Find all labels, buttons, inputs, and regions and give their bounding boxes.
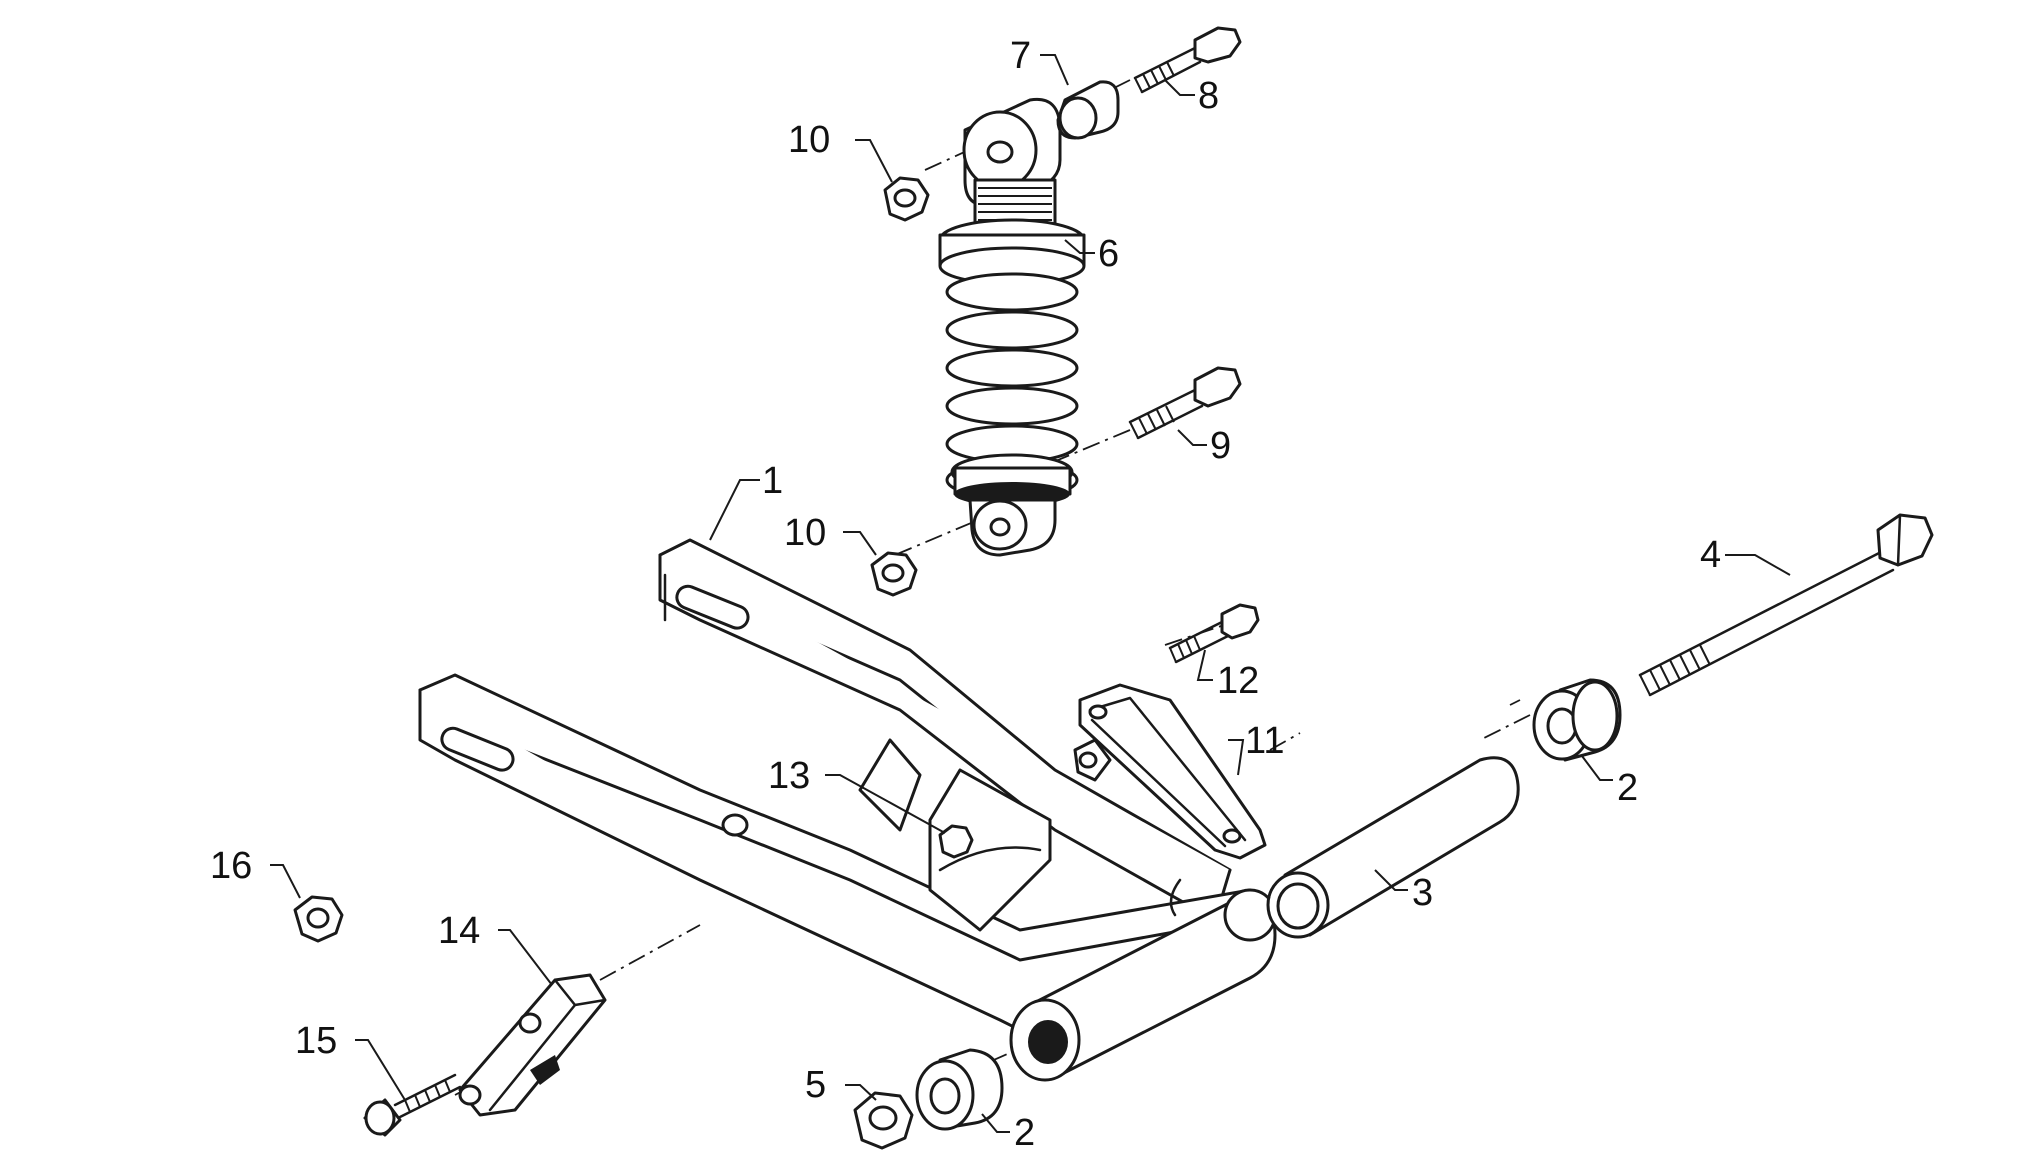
swingarm [418,538,1277,1082]
callout-14: 14 [438,910,480,952]
callout-10b: 10 [784,512,826,554]
callout-4: 4 [1700,534,1721,576]
callout-5: 5 [805,1064,826,1106]
spacer-bushing [1056,80,1120,140]
pivot-bolt [1638,513,1934,697]
bushing-left [915,1048,1004,1131]
nut-lower [870,551,918,597]
callout-6: 6 [1098,233,1119,275]
callout-2b: 2 [1014,1112,1035,1154]
chain-guide-bolt [1168,603,1260,664]
adjuster-screw [363,1073,462,1137]
callout-9: 9 [1210,425,1231,467]
shock-absorber [938,97,1086,557]
upper-bolt [1133,26,1242,94]
callout-labels: 1 2 2 3 4 5 6 7 8 9 10 10 11 12 13 14 15… [210,35,1721,1154]
callout-15: 15 [295,1020,337,1062]
callout-12: 12 [1217,660,1259,702]
callout-8: 8 [1198,75,1219,117]
leader-lines [270,54,1791,1133]
callout-1: 1 [762,460,783,502]
callout-16: 16 [210,845,252,887]
adjuster-block [458,973,607,1117]
callout-11: 11 [1245,720,1284,762]
brace-nut [938,824,974,859]
lower-shock-bolt [1128,366,1242,440]
callout-13: 13 [768,755,810,797]
pivot-sleeve [1266,756,1520,939]
bushing-right [1532,678,1622,762]
adjuster-nut [293,895,344,943]
callout-7: 7 [1010,35,1031,77]
chain-guide-pad [1078,683,1267,860]
pivot-nut [853,1091,914,1150]
callout-2a: 2 [1617,767,1638,809]
callout-10a: 10 [788,119,830,161]
callout-3: 3 [1412,872,1433,914]
nut-upper [883,176,930,222]
